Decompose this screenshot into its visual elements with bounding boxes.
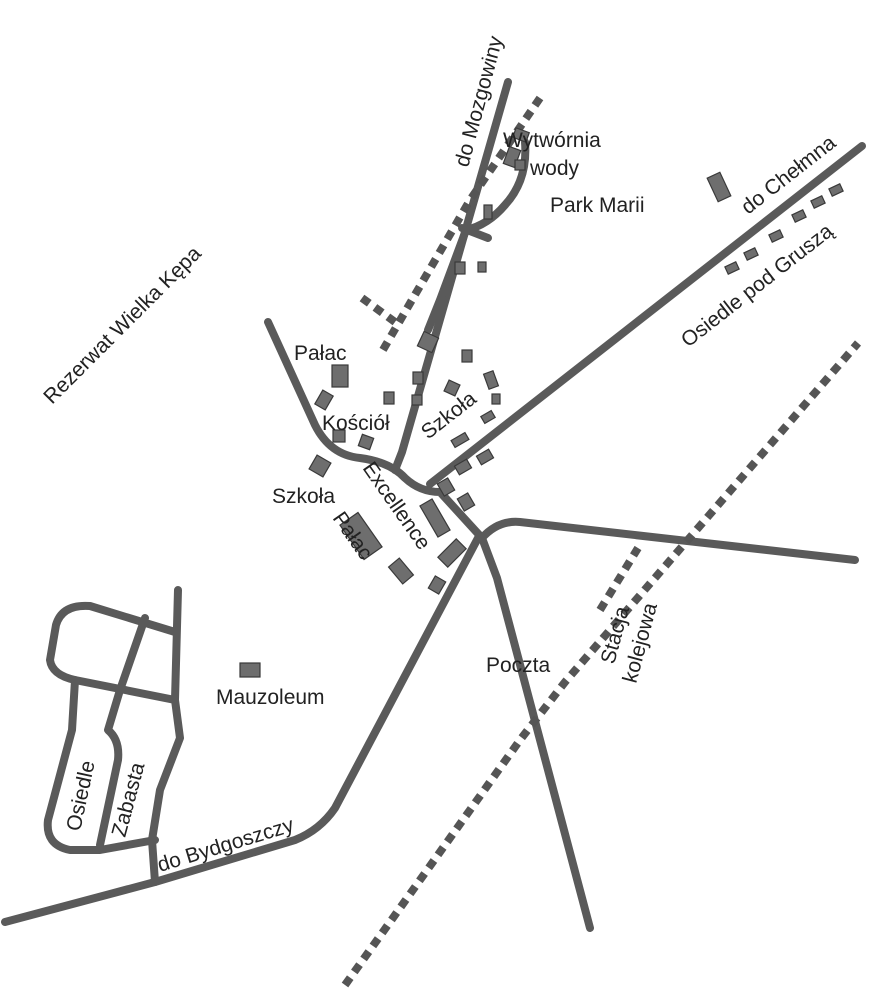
road-osiedle-loop [43, 601, 179, 854]
building [412, 371, 424, 385]
road-to-chelmno [426, 142, 866, 488]
building [331, 364, 349, 388]
label-szkola-west: Szkoła [272, 485, 335, 508]
building [436, 477, 456, 497]
building [511, 127, 531, 143]
building [383, 391, 395, 405]
roads [1, 78, 866, 932]
railway-north-spur [376, 95, 544, 358]
building [357, 433, 375, 451]
building [724, 261, 740, 275]
building [416, 330, 440, 354]
building [437, 538, 467, 568]
label-osiedle-pod-grusza: Osiedle pod Gruszą [677, 219, 838, 352]
building [514, 159, 526, 171]
road-to-poczta-south [478, 534, 594, 932]
building [443, 379, 461, 397]
railway-main [341, 340, 862, 988]
building [308, 454, 332, 478]
railway [341, 95, 862, 988]
building [482, 370, 500, 390]
building [810, 195, 826, 209]
building [491, 393, 501, 405]
building [828, 183, 844, 197]
road-wytwornia-link [458, 224, 492, 242]
label-kosciol: Kościół [322, 412, 390, 435]
building [483, 204, 493, 220]
building [427, 575, 447, 595]
building [768, 229, 784, 243]
label-wytwornia-wody-line1: Wytwórnia [503, 129, 601, 152]
building [411, 394, 423, 406]
label-osiedle: Osiedle [62, 759, 99, 833]
road-to-mozgowina [391, 78, 512, 474]
building [706, 171, 732, 203]
label-park-marii: Park Marii [550, 194, 645, 217]
railway-west-stub [359, 294, 398, 326]
road-osiedle-west-link [71, 676, 179, 704]
label-wytwornia-wody-line2: wody [529, 157, 580, 180]
building [339, 511, 383, 561]
building [791, 209, 807, 223]
label-szkola-east: Szkoła [417, 387, 481, 444]
labels: Rezerwat Wielka Kępa do Mozgowiny Wytwór… [39, 33, 840, 877]
building [419, 498, 451, 538]
road-east [478, 517, 859, 564]
building [743, 247, 759, 261]
road-central-diagonal [264, 318, 486, 542]
building [477, 261, 487, 273]
label-palac-north: Pałac [294, 342, 347, 365]
building [454, 261, 466, 275]
building [387, 557, 415, 585]
building [453, 458, 473, 476]
road-osiedle-inner [96, 614, 149, 849]
building [456, 492, 476, 512]
label-mauzoleum: Mauzoleum [216, 686, 325, 709]
road-osiedle-east [148, 586, 184, 886]
building [332, 429, 346, 443]
label-poczta: Poczta [486, 654, 551, 677]
building [461, 349, 473, 363]
building [313, 389, 335, 411]
railway-siding [596, 545, 642, 613]
building [450, 431, 470, 449]
building [239, 662, 261, 678]
buildings [239, 127, 844, 678]
building [475, 448, 495, 466]
building [479, 409, 497, 425]
label-rezerwat-wielka-kepa: Rezerwat Wielka Kępa [39, 242, 206, 409]
road-to-bydgoszcz [1, 534, 482, 926]
